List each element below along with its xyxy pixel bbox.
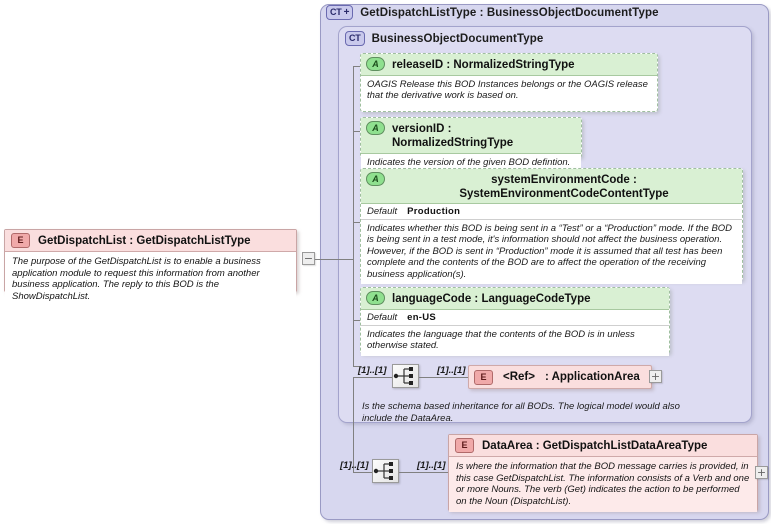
attribute-card-systemenvironmentcode[interactable]: A systemEnvironmentCode : SystemEnvironm… — [360, 168, 743, 285]
attribute-card-releaseid[interactable]: A releaseID : NormalizedStringType OAGIS… — [360, 53, 658, 112]
attribute-branch-3 — [353, 222, 361, 223]
attribute-branch-4 — [353, 320, 361, 321]
element-badge-icon: E — [474, 369, 493, 385]
attribute-default-label: Default — [367, 312, 398, 323]
attribute-spine — [353, 66, 354, 366]
sequence-icon-glyph — [393, 367, 413, 385]
element-badge-icon: E — [455, 438, 474, 453]
sequence2-left-cardinality: [1]..[1] — [340, 460, 369, 471]
attribute-default-value: Production — [407, 206, 461, 217]
element-card-dataarea[interactable]: E DataArea : GetDispatchListDataAreaType… — [448, 434, 758, 513]
complextype-header: CT+ GetDispatchListType : BusinessObject… — [326, 5, 659, 20]
sequence-icon[interactable] — [372, 459, 399, 483]
element-documentation: The purpose of the GetDispatchList is to… — [5, 252, 296, 308]
attribute-branch-2 — [353, 131, 361, 132]
element-ref-name: <Ref> — [503, 371, 535, 383]
attribute-card-versionid[interactable]: A versionID : NormalizedStringType Indic… — [360, 117, 582, 173]
element-header: E DataArea : GetDispatchListDataAreaType — [449, 435, 757, 457]
attribute-branch-5 — [353, 366, 361, 367]
complextype-badge[interactable]: CT+ — [326, 5, 354, 20]
sequence1-line-right — [419, 377, 468, 378]
basetype-header: CT BusinessObjectDocumentType — [345, 31, 543, 46]
attribute-default-row: Default en-US — [361, 310, 669, 326]
element-header: E GetDispatchList : GetDispatchListType — [5, 230, 296, 252]
attribute-branch-1 — [353, 66, 361, 67]
complextype-title: GetDispatchListType : BusinessObjectDocu… — [360, 6, 659, 19]
basetype-badge-label: CT — [349, 33, 361, 43]
attribute-badge-icon: A — [366, 172, 385, 186]
sequence2-line-left — [353, 472, 372, 473]
sequence1-right-cardinality: [1]..[1] — [437, 365, 466, 376]
sequence2-right-cardinality: [1]..[1] — [417, 460, 446, 471]
attribute-title: languageCode : LanguageCodeType — [392, 293, 591, 305]
attribute-documentation: Indicates the language that the contents… — [361, 326, 669, 356]
attribute-default-value: en-US — [407, 312, 437, 323]
attribute-title: releaseID : NormalizedStringType — [392, 59, 575, 71]
sequence2-line-right — [399, 472, 448, 473]
attribute-documentation: OAGIS Release this BOD Instances belongs… — [361, 76, 657, 106]
root-connector-line — [315, 259, 353, 260]
sequence-icon-glyph — [373, 462, 393, 480]
attribute-documentation: Indicates whether this BOD is being sent… — [361, 220, 742, 285]
attribute-badge-icon: A — [366, 291, 385, 305]
attribute-header: A releaseID : NormalizedStringType — [361, 54, 657, 76]
element-documentation: Is where the information that the BOD me… — [449, 457, 757, 513]
attribute-title: systemEnvironmentCode : SystemEnvironmen… — [459, 174, 669, 200]
attribute-badge-icon: A — [366, 121, 385, 135]
attribute-default-label: Default — [367, 206, 398, 217]
attribute-default-row: Default Production — [361, 204, 742, 220]
element-card-getdispatchlist[interactable]: E GetDispatchList : GetDispatchListType … — [4, 229, 297, 308]
basetype-badge[interactable]: CT — [345, 31, 365, 46]
element-ref-applicationarea[interactable]: E <Ref> : ApplicationArea — [468, 365, 652, 389]
attribute-header: A versionID : NormalizedStringType — [361, 118, 581, 154]
basetype-title: BusinessObjectDocumentType — [371, 32, 544, 45]
attribute-documentation: Indicates the version of the given BOD d… — [361, 154, 581, 173]
attribute-header: A languageCode : LanguageCodeType — [361, 288, 669, 310]
element-title: GetDispatchList : GetDispatchListType — [38, 234, 251, 247]
basetype-documentation: Is the schema based inheritance for all … — [362, 401, 680, 424]
dataarea-spine — [353, 377, 354, 472]
sequence1-line-left — [353, 377, 392, 378]
attribute-badge-icon: A — [366, 57, 385, 71]
attribute-title: versionID : NormalizedStringType — [392, 123, 514, 149]
plus-icon: + — [343, 7, 350, 18]
attribute-card-languagecode[interactable]: A languageCode : LanguageCodeType Defaul… — [360, 287, 670, 356]
expand-toggle-applicationarea[interactable]: + — [649, 370, 662, 383]
complextype-badge-label: CT — [330, 7, 342, 17]
element-ref-type: : ApplicationArea — [544, 371, 640, 383]
element-badge-icon: E — [11, 233, 30, 248]
sequence-icon[interactable] — [392, 364, 419, 388]
element-title: DataArea : GetDispatchListDataAreaType — [482, 439, 708, 452]
attribute-header: A systemEnvironmentCode : SystemEnvironm… — [361, 169, 742, 204]
expand-toggle-dataarea[interactable]: + — [755, 466, 768, 479]
sequence1-left-cardinality: [1]..[1] — [358, 365, 387, 376]
collapse-toggle-getdispatchlist[interactable]: − — [302, 252, 315, 265]
